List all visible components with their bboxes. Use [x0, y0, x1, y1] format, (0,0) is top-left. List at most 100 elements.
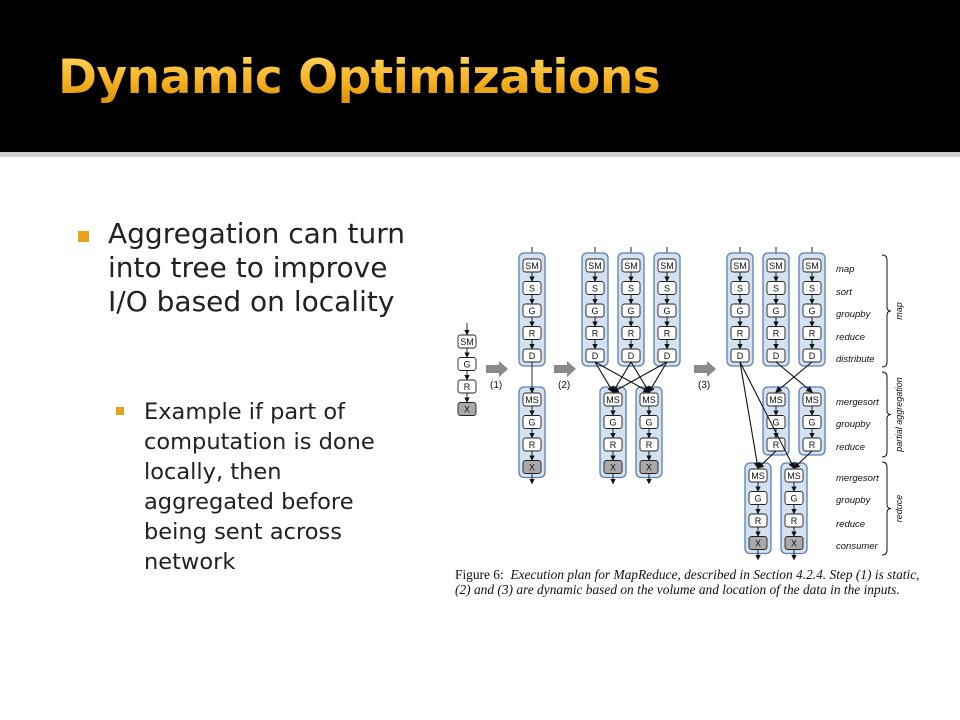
- slide-content: Aggregation can turn into tree to improv…: [0, 157, 960, 720]
- stage-label: G: [754, 494, 761, 504]
- stage-label: X: [464, 405, 470, 415]
- stage-label: R: [464, 382, 471, 392]
- stage-label: R: [755, 516, 762, 526]
- bullet-marker: [116, 407, 124, 415]
- stage-label: S: [809, 284, 815, 294]
- row-label: reduce: [836, 442, 865, 453]
- stage-label: G: [528, 306, 535, 316]
- stage-label: X: [529, 463, 535, 473]
- group-label: map: [894, 302, 904, 320]
- stage-label: S: [737, 284, 743, 294]
- stage-label: MS: [805, 395, 819, 405]
- stage-label: R: [773, 329, 780, 339]
- stage-label: R: [628, 329, 635, 339]
- row-label: distribute: [836, 354, 875, 365]
- shuffle-edge: [648, 361, 668, 393]
- step-arrow: [554, 361, 576, 377]
- stage-label: X: [610, 463, 616, 473]
- stage-label: R: [610, 440, 617, 450]
- stage-label: D: [628, 351, 635, 361]
- stage-label: MS: [787, 471, 801, 481]
- stage-label: G: [663, 306, 670, 316]
- stage-label: SM: [805, 261, 819, 271]
- stage-label: X: [791, 539, 797, 549]
- row-label: groupby: [836, 309, 872, 320]
- row-label: groupby: [836, 419, 872, 430]
- slide-title: Dynamic Optimizations: [58, 50, 661, 105]
- stage-label: S: [773, 284, 779, 294]
- stage-label: MS: [642, 395, 656, 405]
- shuffle-edge: [594, 361, 614, 393]
- row-label: reduce: [836, 519, 865, 530]
- step-label: (2): [558, 380, 570, 391]
- stage-label: X: [755, 539, 761, 549]
- stage-label: G: [808, 306, 815, 316]
- caption-text: Execution plan for MapReduce, described …: [455, 567, 920, 597]
- stage-label: D: [529, 351, 536, 361]
- shuffle-edge: [739, 361, 795, 469]
- stage-label: MS: [606, 395, 620, 405]
- shuffle-edge: [757, 450, 777, 469]
- stage-label: SM: [624, 261, 638, 271]
- group-label: partial aggregation: [894, 377, 904, 453]
- stage-label: D: [664, 351, 671, 361]
- stage-label: G: [772, 306, 779, 316]
- stage-label: SM: [588, 261, 602, 271]
- stage-label: X: [646, 463, 652, 473]
- stage-label: G: [808, 418, 815, 428]
- execution-plan-diagram: SMGRXSMSGRDMSGRXSMSGRDSMSGRDSMSGRDMSGRXM…: [457, 247, 904, 561]
- title-divider: [0, 152, 960, 157]
- stage-label: R: [791, 516, 798, 526]
- row-label: mergesort: [836, 397, 879, 408]
- shuffle-edge: [739, 361, 761, 470]
- stage-label: D: [592, 351, 599, 361]
- stage-label: R: [592, 329, 599, 339]
- stage-label: MS: [769, 395, 783, 405]
- stage-label: G: [528, 418, 535, 428]
- stage-label: S: [592, 284, 598, 294]
- stage-label: R: [737, 329, 744, 339]
- stage-label: G: [736, 306, 743, 316]
- stage-label: MS: [525, 395, 539, 405]
- figure-caption: Figure 6: Execution plan for MapReduce, …: [455, 567, 920, 597]
- stage-label: R: [529, 329, 536, 339]
- step-arrow: [486, 361, 508, 377]
- stage-label: G: [790, 494, 797, 504]
- stage-label: S: [628, 284, 634, 294]
- stage-label: SM: [733, 261, 747, 271]
- stage-label: G: [627, 306, 634, 316]
- stage-label: G: [609, 418, 616, 428]
- stage-label: G: [772, 418, 779, 428]
- group-label: reduce: [894, 495, 904, 523]
- group-brace: [881, 254, 892, 368]
- stage-label: R: [529, 440, 536, 450]
- row-label: consumer: [836, 541, 879, 552]
- title-bar: Dynamic Optimizations: [0, 0, 960, 152]
- bullet-level-2: Example if part of computation is done l…: [144, 399, 375, 575]
- stage-label: SM: [460, 337, 474, 347]
- group-brace: [881, 461, 892, 556]
- stage-label: R: [809, 440, 816, 450]
- stage-label: D: [737, 351, 744, 361]
- stage-label: S: [664, 284, 670, 294]
- stage-label: D: [773, 351, 780, 361]
- bullet-level-1: Aggregation can turn into tree to improv…: [108, 217, 405, 318]
- shuffle-edge: [793, 450, 813, 469]
- step-label: (3): [698, 380, 710, 391]
- stage-label: G: [591, 306, 598, 316]
- row-label: reduce: [836, 332, 865, 343]
- step-label: (1): [490, 380, 502, 391]
- bullet-marker: [78, 231, 89, 242]
- stage-label: SM: [525, 261, 539, 271]
- shuffle-edge: [612, 361, 668, 393]
- stage-label: R: [809, 329, 816, 339]
- row-label: map: [836, 264, 854, 275]
- stage-x: [457, 402, 477, 416]
- stage-label: SM: [769, 261, 783, 271]
- stage-label: R: [773, 440, 780, 450]
- step-arrow: [694, 361, 716, 377]
- stage-label: G: [645, 418, 652, 428]
- row-label: sort: [836, 287, 852, 298]
- stage-label: R: [646, 440, 653, 450]
- caption-label: Figure 6:: [455, 567, 504, 582]
